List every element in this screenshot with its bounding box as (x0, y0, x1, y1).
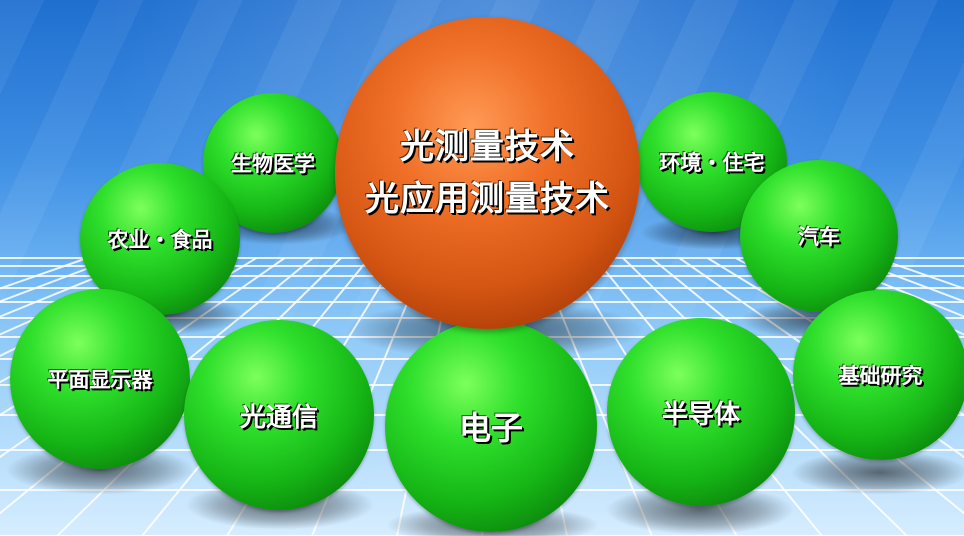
grid-line (819, 257, 964, 318)
label-environment-housing: 环境・住宅 (659, 151, 765, 175)
label-automobile: 汽车 (798, 225, 840, 249)
center-title-line2: 光应用测量技术 (365, 179, 610, 219)
label-bio-medicine: 生物医学 (231, 152, 315, 176)
sphere-electronics: 电子 (385, 320, 597, 532)
sphere-automobile: 汽车 (740, 160, 898, 312)
sphere-semiconductor: 半导体 (607, 318, 795, 506)
label-semiconductor: 半导体 (661, 399, 740, 430)
center-title: 光测量技术 光应用测量技术 (365, 121, 610, 225)
label-electronics: 电子 (458, 409, 523, 447)
label-basic-research: 基础研究 (838, 364, 923, 388)
grid-line (0, 257, 145, 318)
label-flat-panel-display: 平面显示器 (47, 368, 153, 392)
label-optical-communication: 光通信 (239, 402, 318, 433)
label-agriculture-food: 农业・食品 (107, 228, 213, 252)
sphere-center-measurement: 光测量技术 光应用测量技术 (335, 17, 640, 329)
sphere-basic-research: 基础研究 (793, 290, 964, 460)
center-title-line1: 光测量技术 (400, 127, 575, 167)
sphere-optical-communication: 光通信 (184, 320, 374, 510)
sphere-flat-panel-display: 平面显示器 (10, 289, 190, 469)
